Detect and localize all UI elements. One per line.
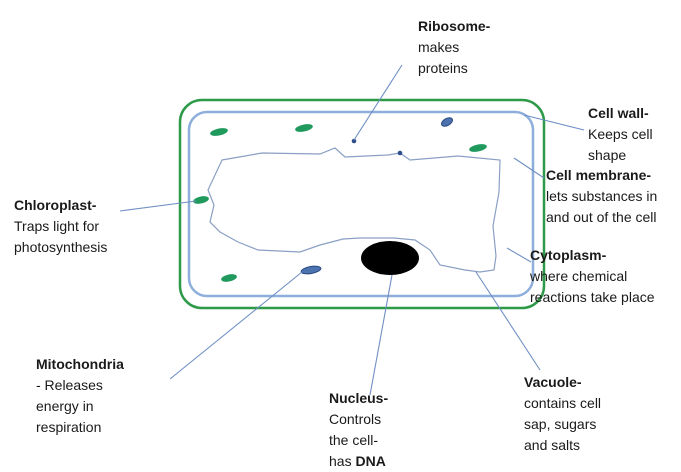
chloroplast: [294, 123, 313, 134]
ribosome: [398, 151, 403, 156]
nucleus-desc-2: the cell-: [329, 430, 388, 451]
mitochondria-desc-1: - Releases: [36, 375, 124, 396]
mitochondria-title: Mitochondria: [36, 356, 124, 372]
vacuole-desc-3: and salts: [524, 435, 601, 456]
membrane-leader: [514, 158, 544, 178]
cytoplasm-desc-2: reactions take place: [530, 287, 655, 308]
cell-membrane: [189, 112, 533, 296]
chloroplast-title: Chloroplast-: [14, 197, 96, 213]
membrane-desc-1: lets substances in: [546, 186, 657, 207]
cytoplasm-label: Cytoplasm- where chemical reactions take…: [530, 245, 655, 308]
mitochondria-leader: [170, 272, 302, 379]
cytoplasm-desc-1: where chemical: [530, 266, 655, 287]
chloroplasts: [192, 123, 487, 283]
chloroplast-desc-2: photosynthesis: [14, 237, 107, 258]
chloroplast: [192, 195, 209, 205]
membrane-title: Cell membrane-: [546, 167, 651, 183]
vacuole-desc-2: sap, sugars: [524, 414, 601, 435]
vacuole-label: Vacuole- contains cell sap, sugars and s…: [524, 372, 601, 456]
chloroplast: [209, 127, 228, 138]
vacuole-title: Vacuole-: [524, 374, 582, 390]
chloroplast: [468, 143, 487, 154]
cell-wall-desc-2: shape: [588, 145, 653, 166]
mitochondrion: [440, 116, 454, 128]
cell-wall-label: Cell wall- Keeps cell shape: [588, 103, 653, 166]
membrane-desc-2: and out of the cell: [546, 207, 657, 228]
ribosomes: [352, 139, 403, 156]
nucleus-label: Nucleus- Controls the cell- has DNA: [329, 388, 388, 472]
mitochondrion: [301, 265, 322, 275]
membrane-label: Cell membrane- lets substances in and ou…: [546, 165, 657, 228]
nucleus-desc-3: has: [329, 453, 352, 469]
vacuole: [208, 148, 500, 272]
chloroplast: [220, 273, 237, 283]
mitochondria-desc-2: energy in: [36, 396, 124, 417]
cytoplasm-title: Cytoplasm-: [530, 247, 606, 263]
ribosome-leader: [354, 65, 402, 140]
chloroplast-desc-1: Traps light for: [14, 216, 107, 237]
nucleus-desc-1: Controls: [329, 409, 388, 430]
nucleus-leader: [370, 275, 392, 395]
ribosome-desc-2: proteins: [418, 58, 490, 79]
mitochondria-label: Mitochondria - Releases energy in respir…: [36, 354, 124, 438]
ribosome-label: Ribosome- makes proteins: [418, 16, 490, 79]
chloroplast-leader: [120, 201, 196, 211]
ribosome-title: Ribosome-: [418, 18, 490, 34]
ribosome-desc-1: makes: [418, 37, 490, 58]
nucleus-dna: DNA: [355, 453, 385, 469]
cell-wall-title: Cell wall-: [588, 105, 649, 121]
vacuole-desc-1: contains cell: [524, 393, 601, 414]
mitochondria-desc-3: respiration: [36, 417, 124, 438]
nucleus-title: Nucleus-: [329, 390, 388, 406]
chloroplast-label: Chloroplast- Traps light for photosynthe…: [14, 195, 107, 258]
nucleus: [361, 241, 419, 275]
nucleus-desc-3-line: has DNA: [329, 451, 388, 472]
cytoplasm-leader: [507, 248, 531, 262]
cell-wall-desc-1: Keeps cell: [588, 124, 653, 145]
